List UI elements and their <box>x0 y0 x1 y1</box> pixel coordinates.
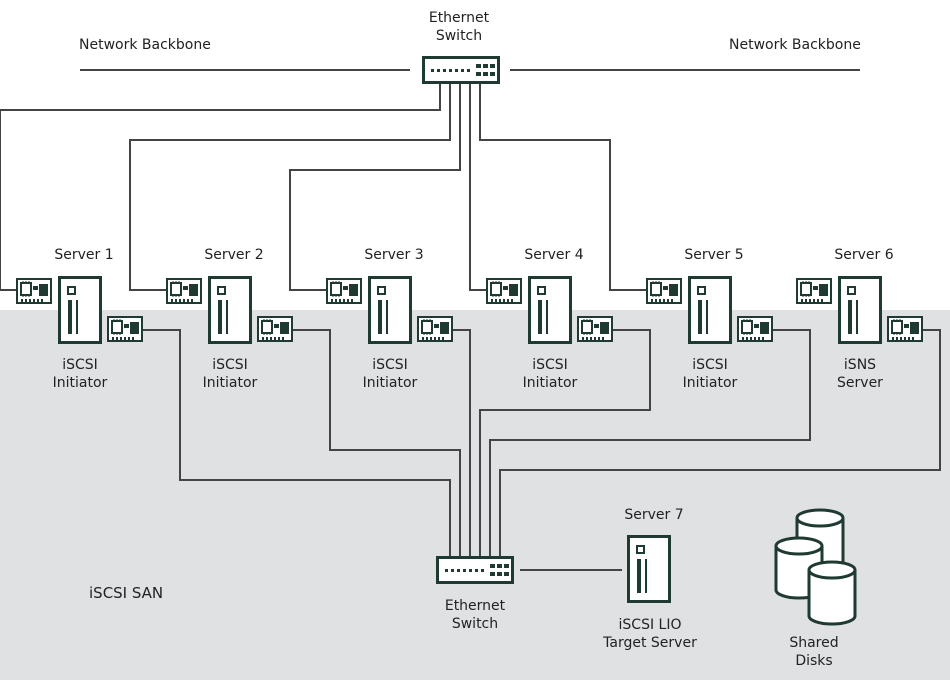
network-card-icon <box>326 278 362 308</box>
server7-name: Server 7 <box>624 507 684 523</box>
top-ethernet-switch <box>422 56 500 88</box>
server-icon <box>208 276 252 348</box>
server2-san-nic <box>257 316 293 346</box>
shared-disks-label-line1: Shared <box>789 635 839 651</box>
server1-san-nic <box>107 316 143 346</box>
server-icon <box>838 276 882 348</box>
target-server-role-line2: Target Server <box>603 635 697 651</box>
top-switch-label-line2: Switch <box>435 28 483 44</box>
server3-role: iSCSI Initiator <box>350 356 430 392</box>
network-card-icon <box>577 316 613 346</box>
server5-san-nic <box>737 316 773 346</box>
server1-role: iSCSI Initiator <box>40 356 120 392</box>
server6-role-line2: Server <box>837 375 883 391</box>
server3-san-nic <box>417 316 453 346</box>
server4-san-nic <box>577 316 613 346</box>
server4-role: iSCSI Initiator <box>510 356 590 392</box>
target-server-role: iSCSI LIO Target Server <box>585 616 715 652</box>
top-switch-label: Ethernet Switch <box>419 9 499 45</box>
server6-name: Server 6 <box>834 247 894 263</box>
server4-role-line2: Initiator <box>522 375 578 391</box>
server5-front-nic <box>646 278 682 308</box>
san-switch-label-line2: Switch <box>451 616 499 632</box>
server5-name: Server 5 <box>684 247 744 263</box>
server2-name: Server 2 <box>204 247 264 263</box>
server5-role-line1: iSCSI <box>692 357 728 373</box>
top-switch-label-line1: Ethernet <box>428 10 490 26</box>
server5 <box>688 276 732 348</box>
server3-role-line1: iSCSI <box>372 357 408 373</box>
server1-role-line1: iSCSI <box>62 357 98 373</box>
server2-role-line2: Initiator <box>202 375 258 391</box>
network-card-icon <box>486 278 522 308</box>
server-icon <box>58 276 102 348</box>
san-area <box>0 310 950 680</box>
wire-server2-front <box>129 84 451 291</box>
shared-disks-label-line2: Disks <box>795 653 833 669</box>
wire-server5-san <box>489 329 811 556</box>
server2 <box>208 276 252 348</box>
target-server-role-line1: iSCSI LIO <box>618 617 682 633</box>
server3 <box>368 276 412 348</box>
server7-target <box>627 535 671 607</box>
server1-name: Server 1 <box>54 247 114 263</box>
network-card-icon <box>257 316 293 346</box>
server-icon <box>528 276 572 348</box>
shared-disks-label: Shared Disks <box>774 634 854 670</box>
network-card-icon <box>16 278 52 308</box>
server-icon <box>368 276 412 348</box>
network-card-icon <box>887 316 923 346</box>
wire-server4-front <box>469 84 486 291</box>
shared-disks-icon <box>774 508 857 626</box>
san-switch-label: Ethernet Switch <box>435 597 515 633</box>
wire-server4-san <box>479 329 651 556</box>
server4-front-nic <box>486 278 522 308</box>
wire-server6-san <box>499 329 941 556</box>
server5-role-line2: Initiator <box>682 375 738 391</box>
server2-role: iSCSI Initiator <box>190 356 270 392</box>
shared-disks <box>774 508 858 630</box>
ethernet-switch-icon <box>436 556 514 588</box>
server-icon <box>627 535 671 607</box>
server4 <box>528 276 572 348</box>
network-card-icon <box>107 316 143 346</box>
server1 <box>58 276 102 348</box>
server5-role: iSCSI Initiator <box>670 356 750 392</box>
server1-role-line2: Initiator <box>52 375 108 391</box>
wire-server3-front <box>289 84 461 291</box>
server6-front-nic <box>796 278 832 308</box>
network-card-icon <box>737 316 773 346</box>
ethernet-switch-icon <box>422 56 500 88</box>
backbone-label-right: Network Backbone <box>729 37 861 53</box>
wire-server2-san <box>293 329 461 556</box>
server3-front-nic <box>326 278 362 308</box>
server6-san-nic <box>887 316 923 346</box>
server6 <box>838 276 882 348</box>
server2-front-nic <box>166 278 202 308</box>
server2-role-line1: iSCSI <box>212 357 248 373</box>
san-ethernet-switch <box>436 556 514 588</box>
server3-role-line2: Initiator <box>362 375 418 391</box>
wire-server1-san <box>143 329 451 556</box>
san-label: iSCSI SAN <box>89 584 164 602</box>
network-card-icon <box>646 278 682 308</box>
wire-server5-front <box>479 84 646 291</box>
server-icon <box>688 276 732 348</box>
wire-server1-front <box>0 84 441 291</box>
network-card-icon <box>417 316 453 346</box>
san-switch-label-line1: Ethernet <box>444 598 506 614</box>
server4-name: Server 4 <box>524 247 584 263</box>
server1-front-nic <box>16 278 52 308</box>
server6-role: iSNS Server <box>820 356 900 392</box>
server6-role-line1: iSNS <box>843 357 877 373</box>
server4-role-line1: iSCSI <box>532 357 568 373</box>
server3-name: Server 3 <box>364 247 424 263</box>
network-card-icon <box>166 278 202 308</box>
network-card-icon <box>796 278 832 308</box>
backbone-label-left: Network Backbone <box>79 37 211 53</box>
wire-server3-san <box>453 329 471 556</box>
